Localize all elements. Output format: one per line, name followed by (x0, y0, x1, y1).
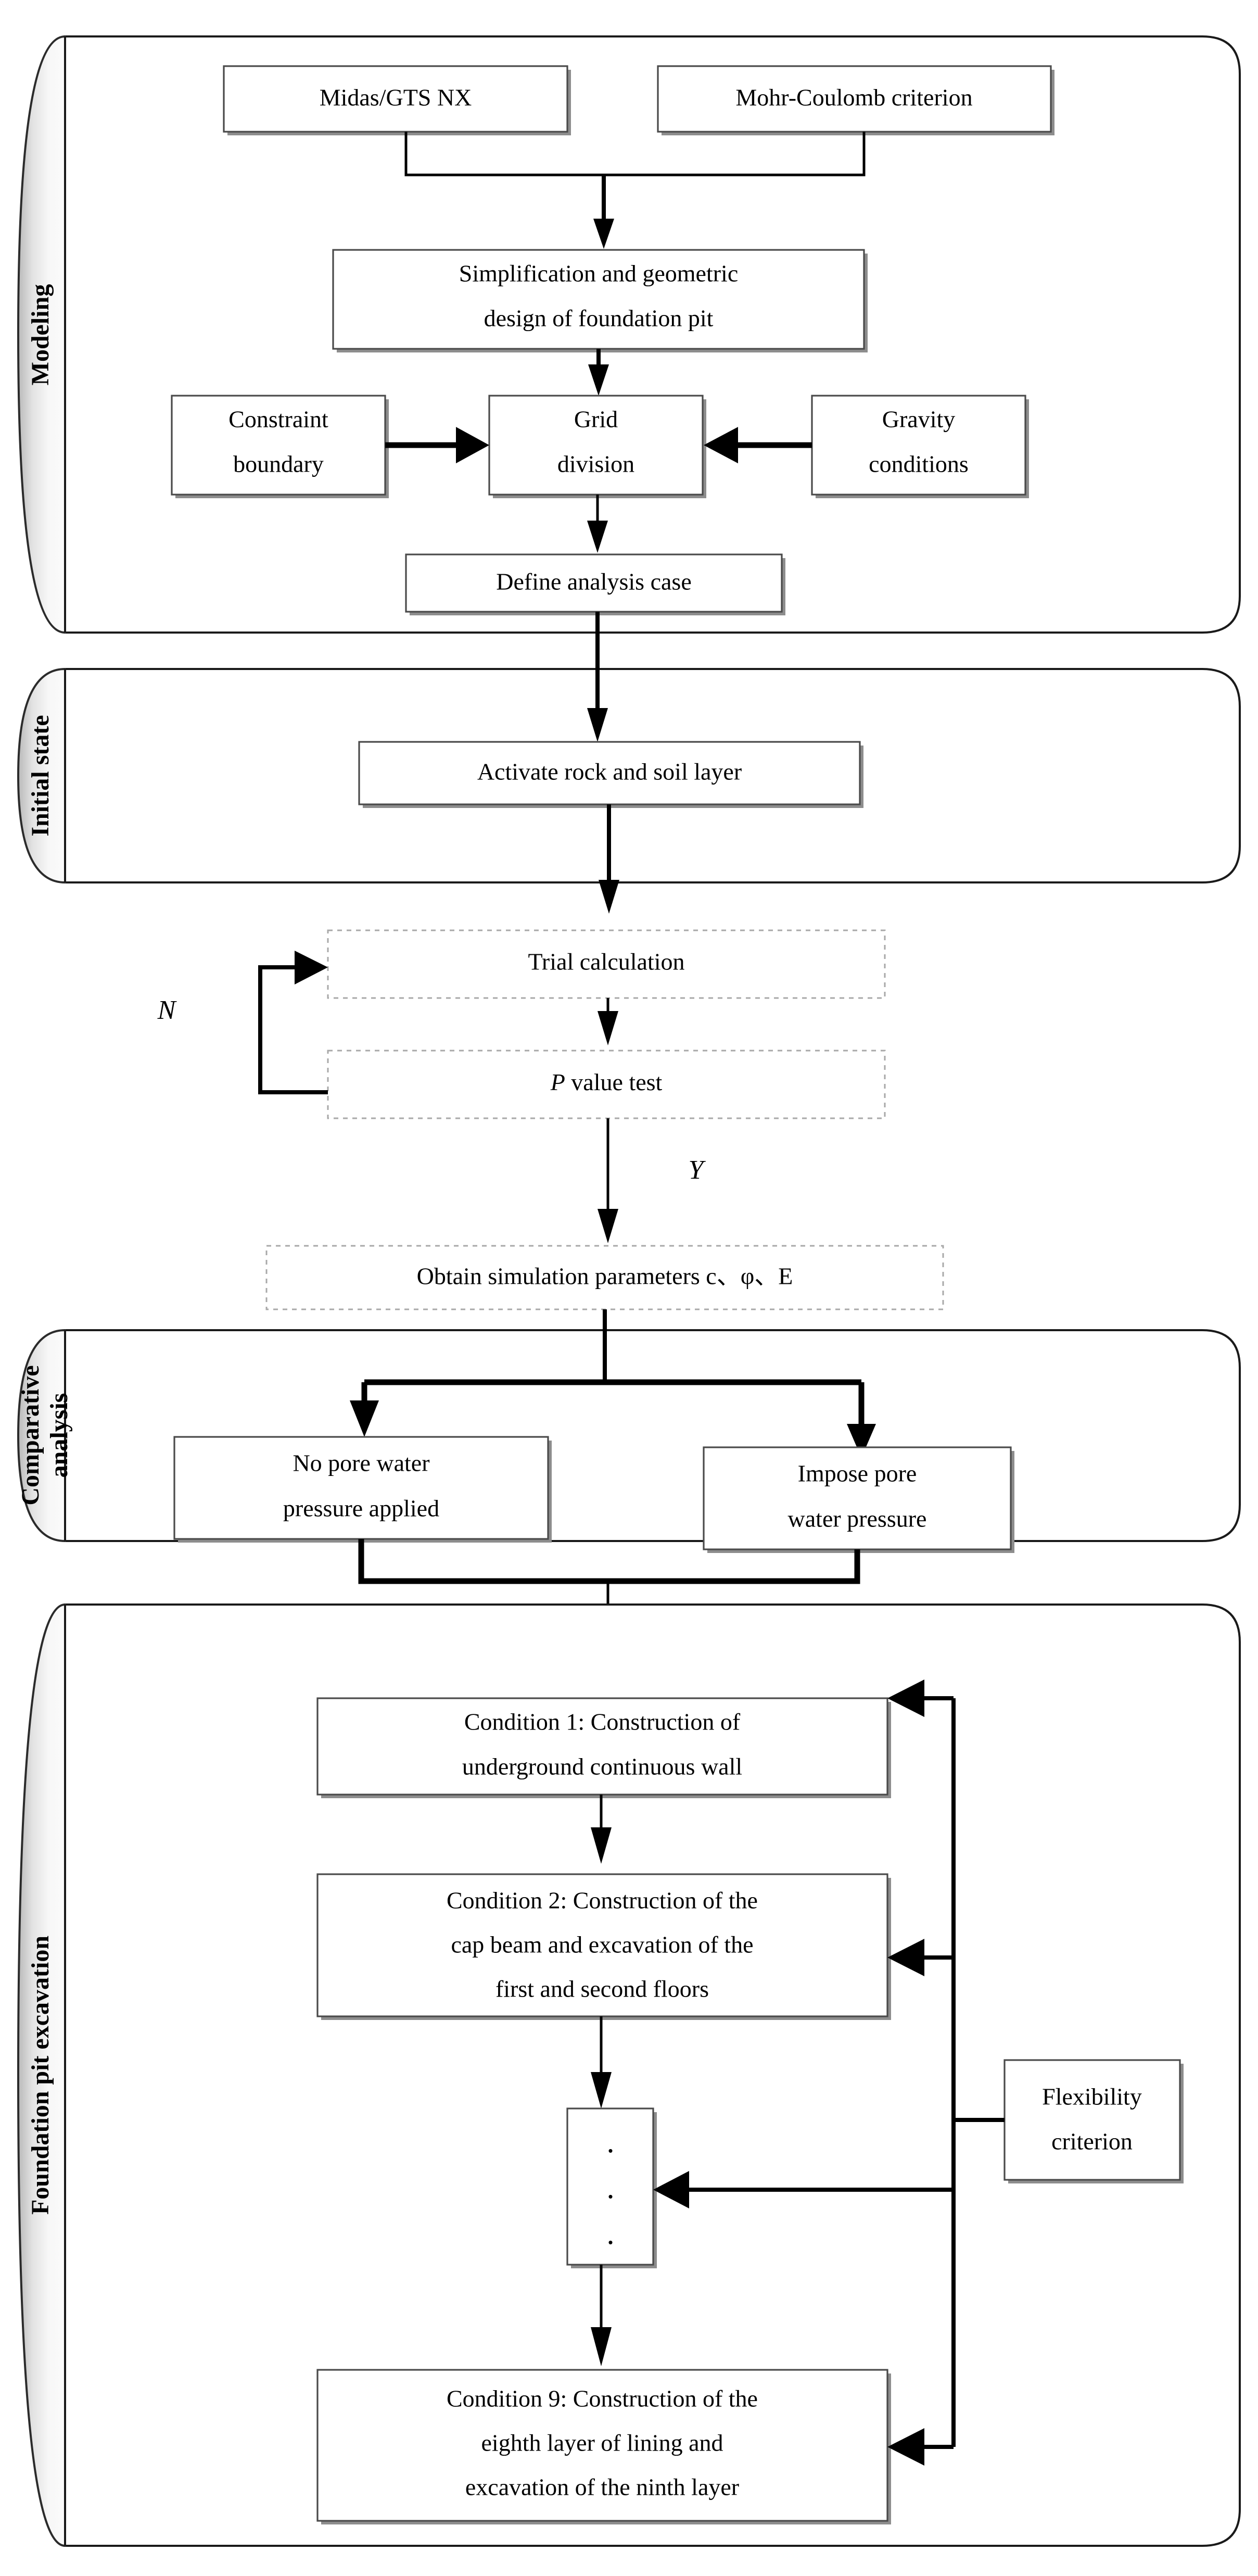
lane-label-modeling: Modeling (27, 284, 54, 386)
node-no-pore-line2: pressure applied (283, 1495, 439, 1522)
node-impose-pore-water[interactable]: Impose pore water pressure (703, 1446, 1014, 1553)
node-define-case-label: Define analysis case (496, 569, 692, 595)
node-define-analysis-case[interactable]: Define analysis case (405, 553, 785, 615)
node-flexibility-line1: Flexibility (1042, 2083, 1142, 2110)
node-pvalue-symbol: P (550, 1069, 565, 1095)
edge-define-to-activate (587, 612, 608, 742)
node-no-pore-line1: No pore water (293, 1450, 429, 1476)
node-no-pore-water[interactable]: No pore water pressure applied (173, 1436, 552, 1543)
node-ellipsis-dot-3: . (607, 2216, 615, 2251)
node-ellipsis-conditions[interactable]: . . . (566, 2107, 657, 2268)
lane-foundation-pit-excavation: Foundation pit excavation (17, 1603, 1241, 2547)
node-constraint-boundary[interactable]: Constraint boundary (171, 395, 389, 498)
node-midas[interactable]: Midas/GTS NX (223, 65, 571, 135)
edge-trial-to-pvalue (598, 998, 618, 1045)
lane-label-comparative-line2: analysis (45, 1393, 73, 1478)
node-activate-rock-soil[interactable]: Activate rock and soil layer (358, 741, 863, 808)
node-midas-label: Midas/GTS NX (320, 84, 472, 111)
node-constraint-line1: Constraint (228, 406, 328, 433)
edge-label-no: N (157, 995, 177, 1025)
node-mohr-coulomb[interactable]: Mohr-Coulomb criterion (657, 65, 1054, 135)
node-constraint-line2: boundary (233, 451, 324, 477)
edge-flexibility-feedback (653, 1680, 1005, 2466)
node-gravity-line1: Gravity (882, 406, 956, 433)
edge-sources-join (404, 132, 866, 249)
node-condition9-line3: excavation of the ninth layer (465, 2474, 739, 2501)
node-condition1-line2: underground continuous wall (462, 1753, 742, 1780)
lane-label-comparative-line1: Comparative (17, 1365, 44, 1505)
node-gravity-conditions[interactable]: Gravity conditions (811, 395, 1029, 498)
node-flexibility-criterion[interactable]: Flexibility criterion (1003, 2059, 1184, 2183)
node-pvalue-label: P value test (550, 1069, 663, 1095)
edge-label-yes: Y (689, 1155, 706, 1185)
node-mohr-coulomb-label: Mohr-Coulomb criterion (735, 84, 972, 111)
node-gravity-line2: conditions (869, 451, 969, 477)
edge-yes-to-obtain (598, 1118, 618, 1243)
node-pvalue-test[interactable]: P value test (327, 1050, 886, 1119)
node-condition1-line1: Condition 1: Construction of (464, 1709, 741, 1735)
edge-no-feedback-loop (258, 951, 328, 1094)
node-simplification-line2: design of foundation pit (484, 305, 714, 332)
node-impose-line2: water pressure (788, 1506, 927, 1532)
lane-label-initial-state: Initial state (27, 715, 54, 836)
edge-cond2-to-ellipsis (591, 2016, 612, 2108)
edge-gravity-to-grid (704, 427, 812, 463)
node-trial-calculation[interactable]: Trial calculation (327, 929, 886, 999)
node-impose-line1: Impose pore (798, 1460, 917, 1487)
edge-cond1-to-cond2 (591, 1795, 612, 1864)
node-condition-1[interactable]: Condition 1: Construction of underground… (316, 1697, 891, 1798)
edge-activate-to-trial (599, 804, 619, 914)
node-trial-label: Trial calculation (528, 949, 684, 975)
node-condition9-line1: Condition 9: Construction of the (447, 2385, 758, 2412)
node-flexibility-line2: criterion (1051, 2128, 1133, 2155)
node-condition2-line2: cap beam and excavation of the (451, 1931, 753, 1958)
node-simplification-line1: Simplification and geometric (459, 260, 739, 287)
edge-constraint-to-grid (385, 427, 489, 463)
node-obtain-label: Obtain simulation parameters c、φ、E (417, 1263, 793, 1290)
node-grid-line2: division (557, 451, 634, 477)
node-condition9-line2: eighth layer of lining and (481, 2430, 723, 2456)
node-pvalue-rest: value test (565, 1069, 663, 1095)
edge-grid-to-define (587, 495, 608, 553)
node-ellipsis-dot-2: . (607, 2170, 615, 2205)
node-grid-division[interactable]: Grid division (488, 395, 706, 498)
node-condition2-line1: Condition 2: Construction of the (447, 1887, 758, 1914)
node-grid-line1: Grid (574, 406, 618, 433)
edge-simplification-to-grid (588, 349, 609, 396)
node-condition2-line3: first and second floors (495, 1976, 709, 2002)
node-condition-2[interactable]: Condition 2: Construction of the cap bea… (316, 1873, 891, 2020)
node-condition-9[interactable]: Condition 9: Construction of the eighth … (316, 2369, 891, 2524)
lane-label-excavation: Foundation pit excavation (27, 1936, 54, 2215)
edge-obtain-split (350, 1309, 876, 1458)
node-ellipsis-dot-1: . (607, 2125, 615, 2159)
node-simplification[interactable]: Simplification and geometric design of f… (332, 249, 868, 352)
node-obtain-parameters[interactable]: Obtain simulation parameters c、φ、E (265, 1245, 944, 1310)
node-activate-label: Activate rock and soil layer (477, 759, 742, 785)
edge-ellipsis-to-cond9 (591, 2265, 612, 2366)
